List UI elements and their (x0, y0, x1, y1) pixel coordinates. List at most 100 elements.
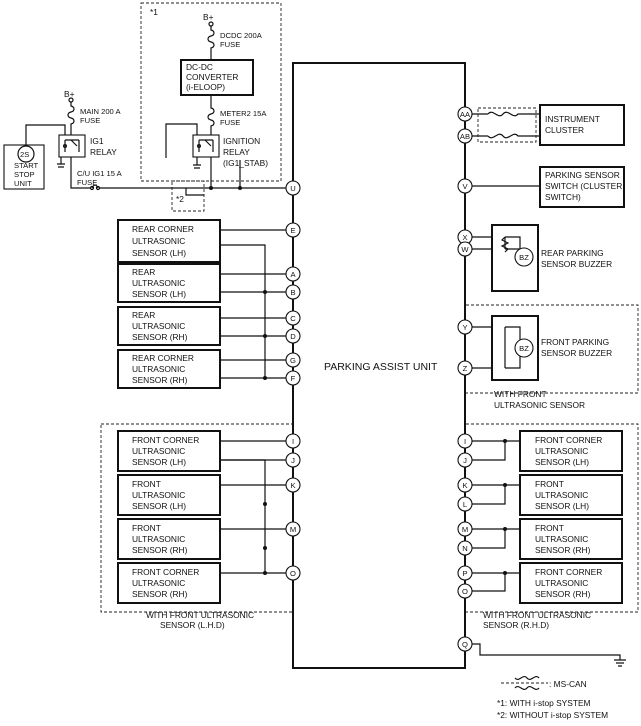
dcdc-converter (180, 59, 254, 96)
rhd-sensor-2-line2: ULTRASONIC (535, 534, 588, 544)
pin-right-6: Z (463, 364, 468, 373)
dcdc-fuse-line2: FUSE (220, 40, 240, 49)
rear-sensor-2-line2: ULTRASONIC (132, 321, 185, 331)
pin-left-10: K (290, 481, 295, 490)
rhd-sensor-2-line3: SENSOR (RH) (535, 545, 591, 555)
pin-right-9: K (462, 481, 467, 490)
lhd-sensor-2: FRONT ULTRASONIC SENSOR (RH) (117, 518, 221, 560)
pin-left-12: O (290, 569, 296, 578)
lhd-label-line1: WITH FRONT ULTRASONIC (146, 610, 254, 620)
lhd-sensor-1-line1: FRONT (132, 479, 161, 489)
with-front-sensor-line2: ULTRASONIC SENSOR (494, 400, 585, 410)
lhd-sensor-2-line2: ULTRASONIC (132, 534, 185, 544)
rear-sensor-1-line1: REAR (132, 267, 155, 277)
lhd-sensor-1: FRONT ULTRASONIC SENSOR (LH) (117, 474, 221, 516)
front-buzzer-bz: BZ (519, 344, 529, 353)
pin-right-14: O (462, 587, 468, 596)
rear-buzzer-symbol (514, 247, 534, 267)
rear-sensor-3: REAR CORNER ULTRASONIC SENSOR (RH) (117, 349, 221, 389)
rear-sensor-0-line1: REAR CORNER (132, 224, 194, 234)
dcdc-converter-line1: DC-DC (186, 62, 213, 72)
pin-left-9: J (291, 456, 295, 465)
rhd-sensor-3-line2: ULTRASONIC (535, 578, 588, 588)
start-stop-line1: START (14, 161, 39, 170)
ms-can-coil-marks (477, 107, 537, 143)
rhd-sensor-2-line1: FRONT (535, 523, 564, 533)
lhd-sensor-3-line2: ULTRASONIC (132, 578, 185, 588)
pin-right-12: N (462, 544, 467, 553)
note2-tag: *2 (176, 194, 184, 204)
legend-note2: *2: WITHOUT i-stop SYSTEM (497, 710, 608, 720)
right-pins: AA AB V X W Y Z I J K L M N P O Q (457, 106, 473, 652)
parking-assist-unit (292, 62, 466, 669)
ignition-relay-line3: (IG1_STAB) (223, 158, 268, 168)
pin-left-7: F (291, 374, 296, 383)
rhd-sensor-3: FRONT CORNER ULTRASONIC SENSOR (RH) (519, 562, 623, 604)
pin-right-8: J (463, 456, 467, 465)
pin-right-5: Y (462, 323, 467, 332)
lhd-sensor-0-line1: FRONT CORNER (132, 435, 199, 445)
rhd-sensor-0-line1: FRONT CORNER (535, 435, 602, 445)
start-stop-badge-text: 2S (20, 150, 29, 159)
front-buzzer-line1: FRONT PARKING (541, 337, 609, 347)
start-stop-line2: STOP (14, 170, 35, 179)
pin-left-8: I (292, 437, 294, 446)
ig1-relay-line1: IG1 (90, 136, 104, 146)
start-stop-line3: UNIT (14, 179, 32, 188)
lhd-sensor-0-line2: ULTRASONIC (132, 446, 185, 456)
lhd-sensor-3-line3: SENSOR (RH) (132, 589, 188, 599)
meter2-fuse-line1: METER2 15A (220, 109, 267, 118)
rhd-sensor-1-line2: ULTRASONIC (535, 490, 588, 500)
rear-buzzer-line1: REAR PARKING (541, 248, 604, 258)
rear-sensor-1-line2: ULTRASONIC (132, 278, 185, 288)
lhd-sensor-3-line1: FRONT CORNER (132, 567, 199, 577)
pin-right-15: Q (462, 640, 468, 649)
rear-sensor-1-line3: SENSOR (LH) (132, 289, 186, 299)
ignition-relay-line1: IGNITION (223, 136, 260, 146)
lhd-sensor-0-line3: SENSOR (LH) (132, 457, 186, 467)
b-plus-top-terminal (208, 21, 214, 27)
pin-right-2: V (462, 182, 468, 191)
rhd-sensor-1: FRONT ULTRASONIC SENSOR (LH) (519, 474, 623, 516)
pin-right-10: L (463, 500, 467, 509)
rear-sensor-2-line1: REAR (132, 310, 155, 320)
pin-left-6: G (290, 356, 296, 365)
parking-switch-line1: PARKING SENSOR (545, 170, 620, 180)
pin-right-13: P (462, 569, 467, 578)
rhd-sensor-1-line3: SENSOR (LH) (535, 501, 589, 511)
rhd-sensor-1-line1: FRONT (535, 479, 564, 489)
pin-left-11: M (290, 525, 296, 534)
pin-left-5: D (290, 332, 296, 341)
rear-buzzer-line2: SENSOR BUZZER (541, 259, 612, 269)
legend-note1: *1: WITH i-stop SYSTEM (497, 698, 591, 708)
pin-left-3: B (290, 288, 295, 297)
rear-buzzer-bz: BZ (519, 253, 529, 262)
ig1-relay-line2: RELAY (90, 147, 117, 157)
pin-left-1: E (290, 226, 295, 235)
ig1-relay (58, 134, 86, 158)
cu-ig1-fuse-line2: FUSE (77, 178, 97, 187)
instrument-cluster-line1: INSTRUMENT (545, 114, 600, 124)
lhd-sensor-2-line1: FRONT (132, 523, 161, 533)
lhd-sensor-1-line3: SENSOR (LH) (132, 501, 186, 511)
lhd-sensor-3: FRONT CORNER ULTRASONIC SENSOR (RH) (117, 562, 221, 604)
rear-sensor-3-line1: REAR CORNER (132, 353, 194, 363)
rhd-sensor-2: FRONT ULTRASONIC SENSOR (RH) (519, 518, 623, 560)
front-buzzer-line2: SENSOR BUZZER (541, 348, 612, 358)
rear-sensor-1: REAR ULTRASONIC SENSOR (LH) (117, 263, 221, 303)
rear-sensor-3-line3: SENSOR (RH) (132, 375, 188, 385)
instrument-cluster (539, 104, 625, 146)
ms-can-legend-symbol (501, 675, 548, 691)
rear-sensor-3-line2: ULTRASONIC (132, 364, 185, 374)
lhd-label-line2: SENSOR (L.H.D) (160, 620, 225, 630)
b-plus-left-terminal (68, 97, 74, 103)
rear-sensor-2: REAR ULTRASONIC SENSOR (RH) (117, 306, 221, 346)
no-istop-region (171, 180, 205, 212)
b-plus-top: B+ (203, 12, 214, 22)
pin-right-4: W (461, 245, 469, 254)
left-pins: U E A B C D G F I J K M O (285, 180, 301, 581)
front-buzzer-symbol (514, 338, 534, 358)
meter2-fuse-line2: FUSE (220, 118, 240, 127)
pin-right-11: M (462, 525, 468, 534)
